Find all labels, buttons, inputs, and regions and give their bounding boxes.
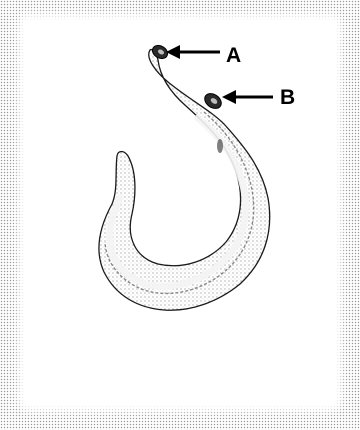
label-b: B [280,87,295,108]
arrow-b [222,90,273,104]
label-a: A [226,45,241,66]
arrow-a [166,45,220,59]
internal-organ [217,139,223,153]
